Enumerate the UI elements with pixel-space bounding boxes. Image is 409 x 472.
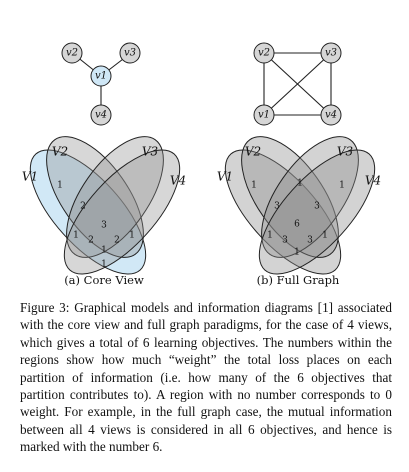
venn-set-v2 — [241, 136, 339, 258]
region-number: 2 — [80, 202, 86, 212]
region-number: 1 — [297, 179, 303, 189]
region-number: 1 — [294, 248, 300, 258]
venn-set-v3 — [261, 136, 359, 258]
svg-text:v4: v4 — [325, 110, 337, 121]
node-v3: v3 — [119, 42, 141, 64]
caption-label: Figure 3: — [20, 300, 70, 315]
region-number: 1 — [73, 231, 79, 241]
region-number: 1 — [57, 181, 63, 191]
figure-3: v2 v3 v1 v4 V1 V2 V3 V4 — [22, 42, 381, 287]
caption-text: Graphical models and information diagram… — [20, 300, 392, 455]
core-view-graph: v2 v3 v1 v4 — [61, 42, 141, 126]
core-view-venn: V1 V2 V3 V4 1 2 1 2 3 2 1 1 1 — [22, 136, 186, 275]
node-v3: v3 — [320, 42, 342, 64]
region-number: 2 — [114, 236, 120, 246]
svg-text:v2: v2 — [258, 48, 270, 59]
region-number: 1 — [322, 231, 328, 241]
region-number: 6 — [294, 220, 300, 230]
svg-text:v1: v1 — [95, 71, 107, 82]
region-number: 3 — [101, 221, 107, 231]
region-number: 3 — [274, 202, 280, 212]
subcaption-b: (b) Full Graph — [257, 273, 340, 287]
venn-label-v1: V1 — [22, 170, 38, 184]
venn-label-v4: V4 — [365, 174, 381, 188]
node-v4: v4 — [320, 104, 342, 126]
venn-set-v3 — [66, 136, 164, 258]
region-number: 1 — [267, 231, 273, 241]
venn-set-v2 — [46, 136, 144, 258]
region-number: 1 — [339, 181, 345, 191]
svg-text:v2: v2 — [66, 48, 78, 59]
full-graph: v2 v3 v1 v4 — [253, 42, 342, 126]
venn-label-v3: V3 — [142, 145, 159, 159]
figure-caption: Figure 3: Graphical models and informati… — [20, 299, 392, 456]
svg-text:v1: v1 — [258, 110, 270, 121]
venn-set-v4 — [63, 149, 181, 275]
node-v1: v1 — [90, 65, 112, 87]
region-number: 3 — [314, 202, 320, 212]
subcaption-a: (a) Core View — [64, 273, 144, 287]
venn-label-v1: V1 — [217, 170, 233, 184]
region-number: 3 — [307, 236, 313, 246]
venn-label-v2: V2 — [245, 145, 261, 159]
region-number: 1 — [101, 260, 107, 270]
region-number: 1 — [129, 231, 135, 241]
panel-b: v2 v3 v1 v4 V1 V2 V3 V4 1 — [217, 42, 381, 287]
node-v2: v2 — [61, 42, 83, 64]
region-number: 3 — [282, 236, 288, 246]
venn-set-v4 — [258, 149, 376, 275]
svg-text:v4: v4 — [95, 110, 107, 121]
edge-v2-v4 — [263, 52, 332, 116]
venn-label-v2: V2 — [52, 145, 68, 159]
svg-text:v3: v3 — [325, 48, 337, 59]
venn-label-v4: V4 — [170, 174, 186, 188]
node-v1: v1 — [253, 104, 275, 126]
region-number: 1 — [101, 246, 107, 256]
region-number: 1 — [251, 181, 257, 191]
node-v4: v4 — [90, 104, 112, 126]
node-v2: v2 — [253, 42, 275, 64]
region-number: 2 — [88, 236, 94, 246]
panel-a: v2 v3 v1 v4 V1 V2 V3 V4 — [22, 42, 186, 287]
svg-text:v3: v3 — [124, 48, 136, 59]
venn-label-v3: V3 — [337, 145, 354, 159]
full-graph-venn: V1 V2 V3 V4 1 1 1 3 3 6 1 3 3 1 1 — [217, 136, 381, 275]
